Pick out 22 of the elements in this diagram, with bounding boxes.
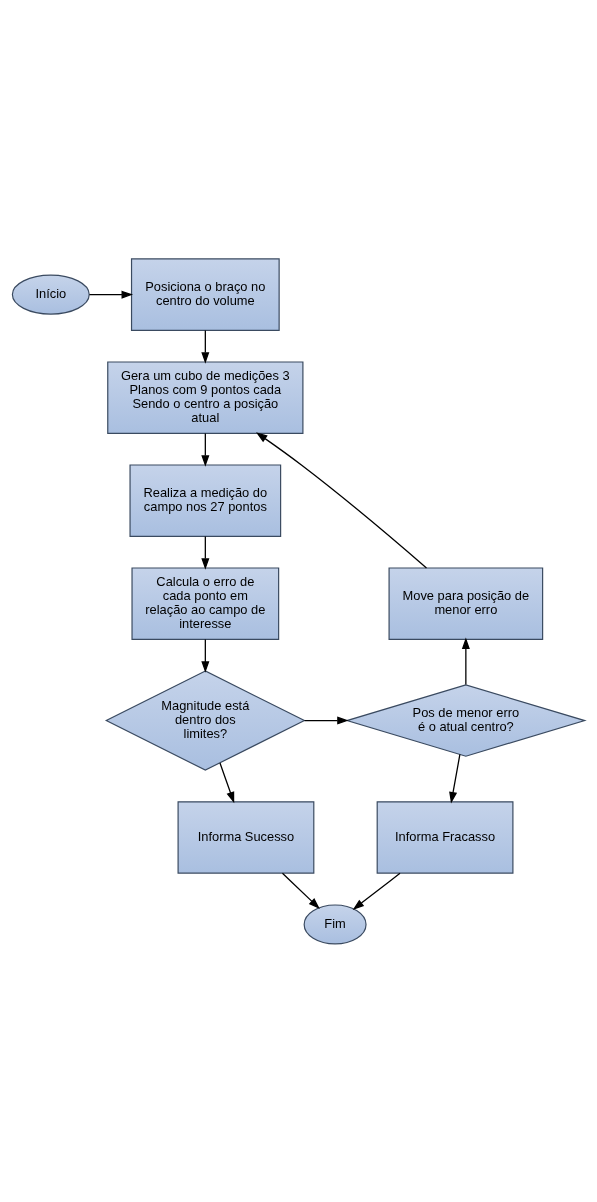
arrow — [352, 872, 401, 910]
arrow — [201, 329, 210, 364]
arrow — [201, 535, 210, 570]
arrow — [461, 637, 470, 685]
arrow — [219, 761, 235, 803]
arrow — [88, 290, 134, 299]
node-box: Gera um cubo de medições 3 Planos com 9 pontos cada Sendo o centro a posição atual — [107, 360, 304, 434]
arrow — [281, 872, 320, 909]
node-ellipse: Início — [11, 274, 90, 315]
arrow — [201, 432, 210, 467]
arrow — [255, 431, 428, 569]
node-box: Realiza a medição do campo nos 27 pontos — [129, 463, 282, 537]
node-box: Calcula o erro de cada ponto em relação ao campo de interesse — [131, 566, 280, 640]
node-diamond: Magnitude está dentro dos limites? — [104, 669, 306, 771]
node-box: Informa Sucesso — [177, 800, 315, 874]
arrow — [303, 716, 349, 725]
arrow — [201, 638, 210, 673]
node-box: Posiciona o braço no centro do volume — [130, 257, 280, 331]
node-box: Move para posição de menor erro — [388, 566, 544, 640]
node-ellipse: Fim — [303, 903, 367, 944]
node-box: Informa Fracasso — [376, 800, 514, 874]
arrow — [449, 753, 461, 803]
